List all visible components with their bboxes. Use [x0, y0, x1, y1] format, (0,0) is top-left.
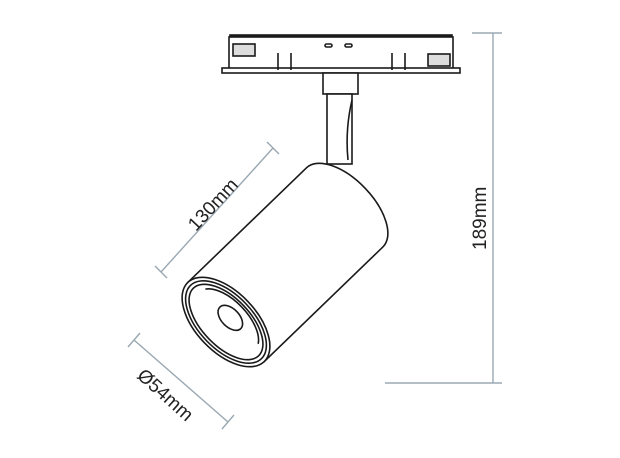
length-dimension-line — [154, 141, 280, 279]
cylinder-body — [181, 162, 389, 368]
diameter-label: Ø54mm — [133, 365, 197, 426]
diameter-dimension-line — [127, 332, 235, 430]
connector — [322, 72, 359, 95]
track-adapter — [221, 34, 461, 74]
height-dimension-line — [385, 32, 502, 384]
height-label: 189mm — [470, 187, 491, 250]
led-lens — [217, 304, 244, 332]
length-label: 130mm — [184, 175, 243, 236]
